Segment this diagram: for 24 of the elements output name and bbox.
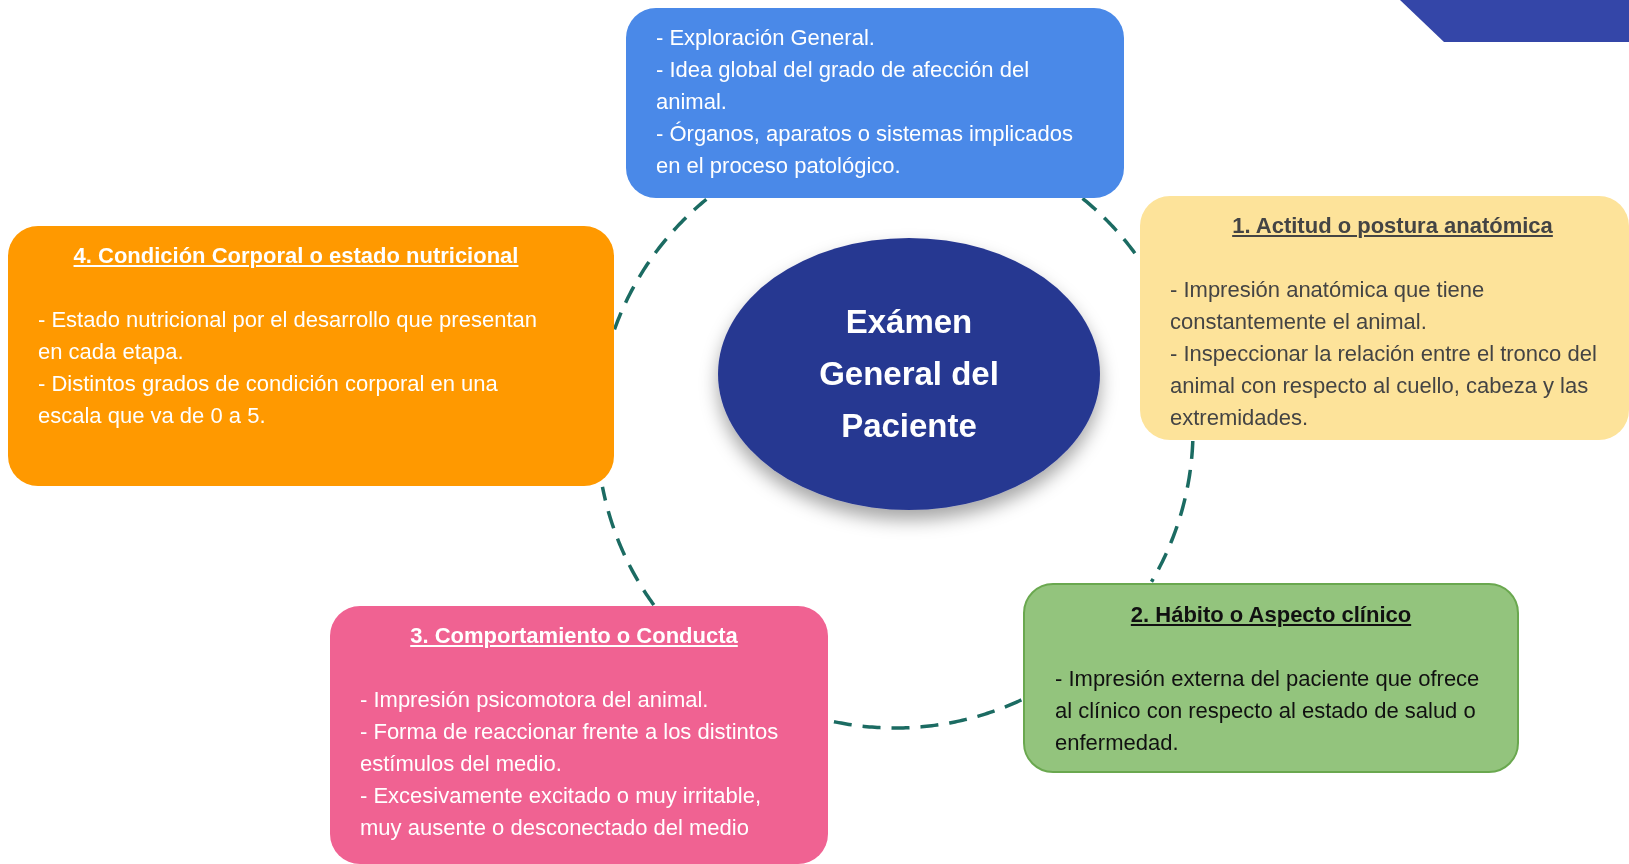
bullet-text: - Estado nutricional por el desarrollo que presentan en cada etapa. [38, 306, 538, 366]
ellipse-title: Exámen General del Paciente [819, 302, 999, 446]
card-heading: 3. Comportamiento o Conducta [409, 622, 739, 650]
bullet-text: - Impresión anatómica que tiene constantemente el animal. [1170, 276, 1486, 336]
bullet-text: - Exploración General. [656, 24, 876, 52]
info-card [1023, 583, 1519, 773]
card-heading: 4. Condición Corporal o estado nutricional [72, 242, 520, 270]
bullet-text: - Distintos grados de condición corporal en una escala que va de 0 a 5. [38, 370, 499, 430]
dashed-connector [612, 197, 708, 331]
bullet-text: - Impresión externa del paciente que ofrece al clínico con respecto al estado de salud o enfermedad. [1055, 665, 1481, 757]
dashed-connector [600, 486, 656, 607]
bullet-text: - Excesivamente excitado o muy irritable, muy ausente o desconectado del medio [360, 782, 763, 842]
bullet-text: - Forma de reaccionar frente a los distintos estímulos del medio. [360, 718, 780, 778]
bullet-text: - Órganos, aparatos o sistemas implicados en el proceso patológico. [656, 120, 1074, 180]
card-heading: 2. Hábito o Aspecto clínico [1129, 601, 1413, 629]
info-card [8, 226, 614, 486]
info-card [330, 606, 828, 864]
bullet-text: - Idea global del grado de afección del animal. [656, 56, 1031, 116]
bullet-text: - Impresión psicomotora del animal. [360, 686, 710, 714]
card-heading: 1. Actitud o postura anatómica [1231, 212, 1554, 240]
dashed-connector [1149, 440, 1195, 583]
info-card [626, 8, 1124, 198]
bullet-text: - Inspeccionar la relación entre el tronco del animal con respecto al cuello, cabeza y las extremidades. [1170, 340, 1598, 432]
info-card [1140, 196, 1629, 440]
